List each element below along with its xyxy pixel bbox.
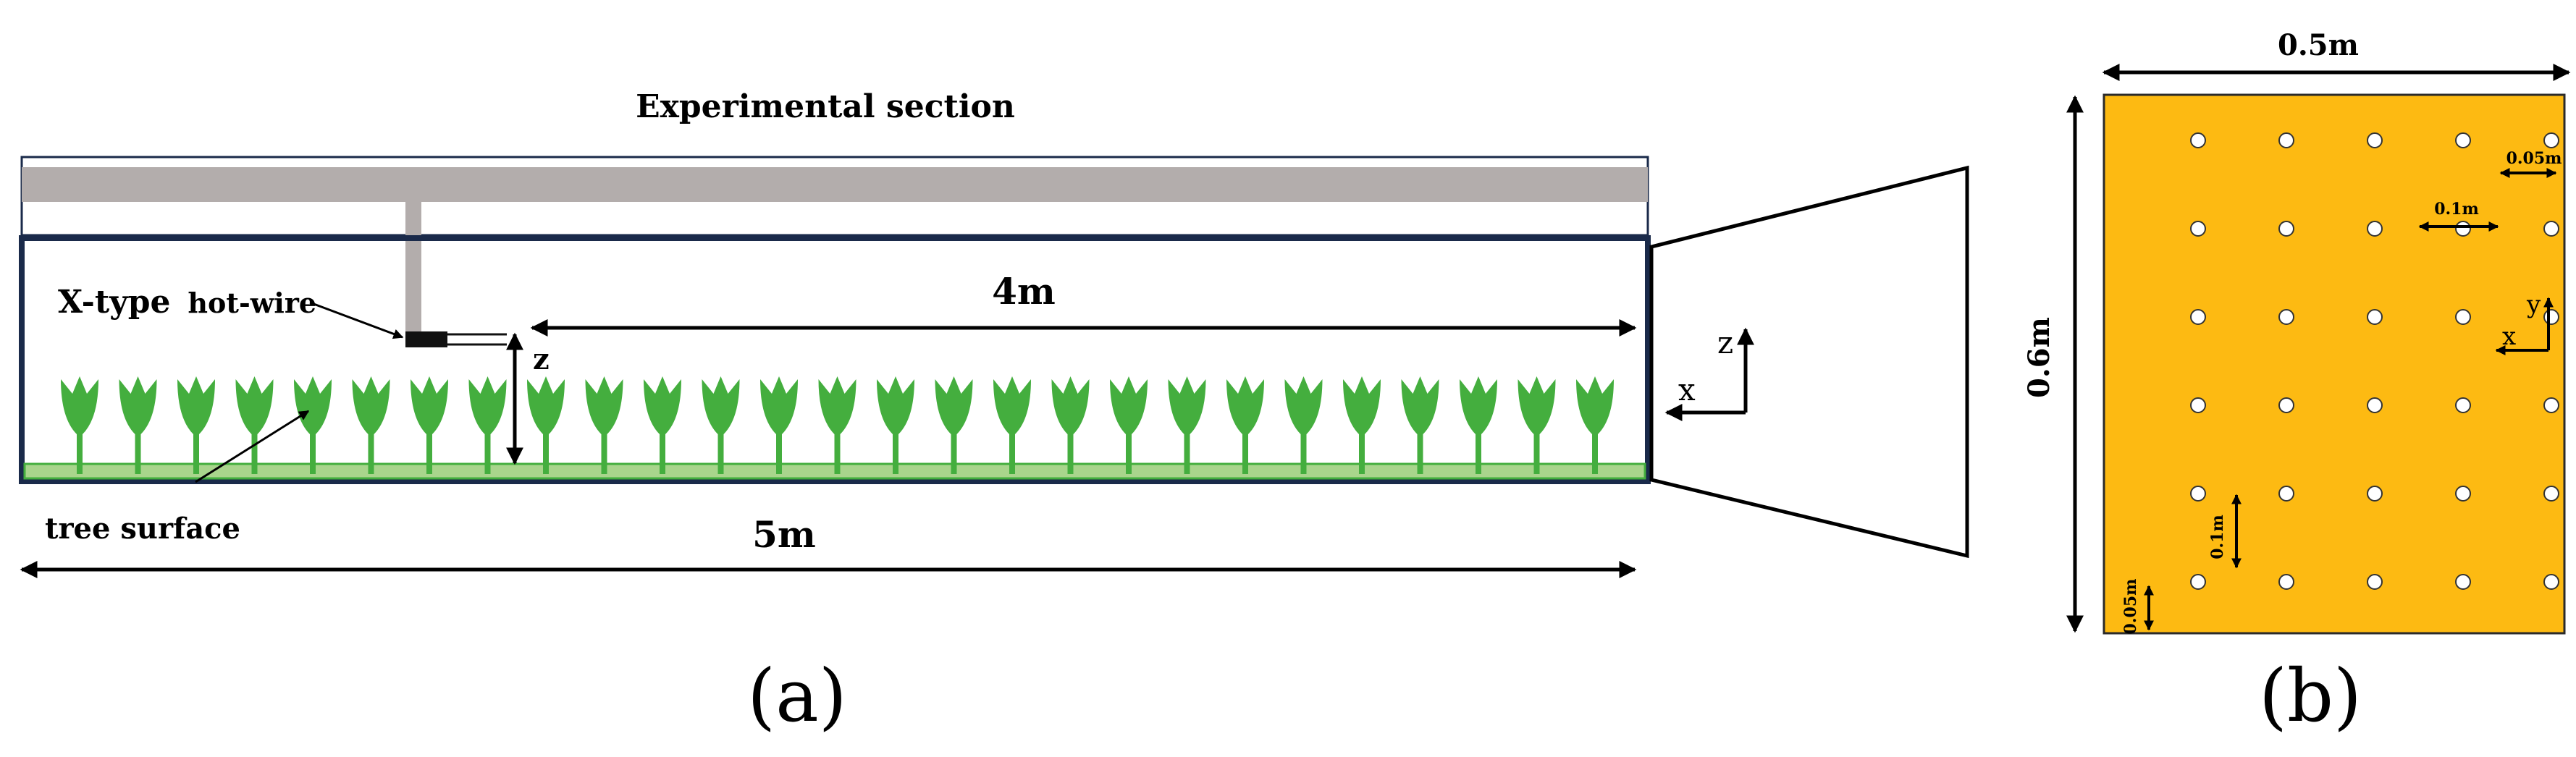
plate-hole — [2278, 397, 2294, 413]
tree-elements — [61, 376, 1614, 474]
plate-axis-y-label: y — [2526, 290, 2541, 319]
plate-hole — [2190, 486, 2206, 502]
plate-hole — [2543, 486, 2559, 502]
plate-hole — [2367, 574, 2383, 590]
traverse-rail — [22, 167, 1648, 202]
hole-grid — [2190, 132, 2559, 590]
tree-surface-leader — [195, 410, 310, 483]
plate-hole — [2190, 574, 2206, 590]
plate-hole — [2278, 132, 2294, 148]
plate-hole — [2278, 309, 2294, 325]
height-z-label: z — [533, 342, 550, 376]
roughness-plate — [2103, 93, 2566, 635]
tree-surface-label: tree surface — [45, 512, 240, 546]
hot-wire-probe-body — [405, 331, 447, 347]
tree-element — [877, 376, 914, 474]
plate-hole — [2190, 309, 2206, 325]
tree-element — [818, 376, 856, 474]
tree-element — [1226, 376, 1264, 474]
plate-axis-x-label: x — [2502, 322, 2516, 351]
panel-a-caption: (a) — [747, 654, 847, 738]
axis-x-label: x — [1678, 372, 1696, 407]
spacing-x-label: 0.1m — [2434, 200, 2479, 219]
plate-hole — [2367, 221, 2383, 237]
tree-element — [411, 376, 448, 474]
width-label: 0.5m — [2278, 28, 2359, 62]
test-section-frame — [19, 235, 1651, 484]
tree-element — [119, 376, 157, 474]
plate-hole — [2455, 132, 2471, 148]
tree-element — [468, 376, 507, 474]
panel-a: Experimental section X-type hot-wire 4m … — [19, 88, 1969, 738]
hot-wire-label: X-type hot-wire — [58, 284, 316, 321]
tree-element — [294, 376, 332, 474]
tree-element — [1518, 376, 1556, 474]
hot-wire-label-bold: X-type — [58, 284, 170, 321]
tree-element — [760, 376, 798, 474]
tree-element — [993, 376, 1031, 474]
plate-hole — [2367, 309, 2383, 325]
plate-hole — [2190, 397, 2206, 413]
tree-element — [1168, 376, 1206, 474]
tree-element — [177, 376, 215, 474]
hot-wire-leader — [309, 301, 404, 339]
tree-element — [1110, 376, 1148, 474]
tree-element — [702, 376, 740, 474]
panel-b: 0.5m 0.6m 0.05m 0.1m y x 0.1m 0.05m (b) — [2022, 28, 2571, 738]
tree-element — [1051, 376, 1090, 474]
plate-hole — [2543, 221, 2559, 237]
plate-hole — [2455, 221, 2471, 237]
tree-element — [1460, 376, 1497, 474]
tree-element — [644, 376, 681, 474]
tree-element — [1576, 376, 1614, 474]
plate-hole — [2543, 132, 2559, 148]
tree-element — [1343, 376, 1381, 474]
axis-z-label: z — [1717, 325, 1733, 360]
plate-hole — [2543, 309, 2559, 325]
height-label: 0.6m — [2022, 317, 2056, 398]
plate-hole — [2455, 486, 2471, 502]
plate-hole — [2455, 397, 2471, 413]
tree-element — [1284, 376, 1323, 474]
spacing-y-label: 0.1m — [2208, 515, 2227, 559]
plate-hole — [2278, 486, 2294, 502]
tree-element — [1401, 376, 1439, 474]
tree-element — [61, 376, 98, 474]
plate-hole — [2543, 574, 2559, 590]
panel-b-caption: (b) — [2259, 654, 2362, 738]
tree-element — [235, 376, 274, 474]
hot-wire-label-rest: hot-wire — [188, 287, 316, 319]
length-5m-label: 5m — [752, 513, 816, 556]
tree-element — [935, 376, 973, 474]
plate-hole — [2367, 397, 2383, 413]
experimental-section-title: Experimental section — [636, 88, 1015, 125]
plate-hole — [2190, 132, 2206, 148]
length-4m-label: 4m — [992, 270, 1056, 313]
plate-hole — [2278, 221, 2294, 237]
plate-hole — [2278, 574, 2294, 590]
tree-element — [527, 376, 565, 474]
plate-hole — [2190, 221, 2206, 237]
edge-x-label: 0.05m — [2506, 149, 2562, 168]
contraction-inlet — [1649, 165, 1969, 559]
plate-hole — [2543, 397, 2559, 413]
probe-support — [405, 202, 421, 332]
edge-y-label: 0.05m — [2121, 579, 2140, 635]
plate-hole — [2367, 132, 2383, 148]
tree-element — [585, 376, 623, 474]
plate-hole — [2367, 486, 2383, 502]
tree-element — [352, 376, 390, 474]
plate-hole — [2455, 309, 2471, 325]
plate-hole — [2455, 574, 2471, 590]
